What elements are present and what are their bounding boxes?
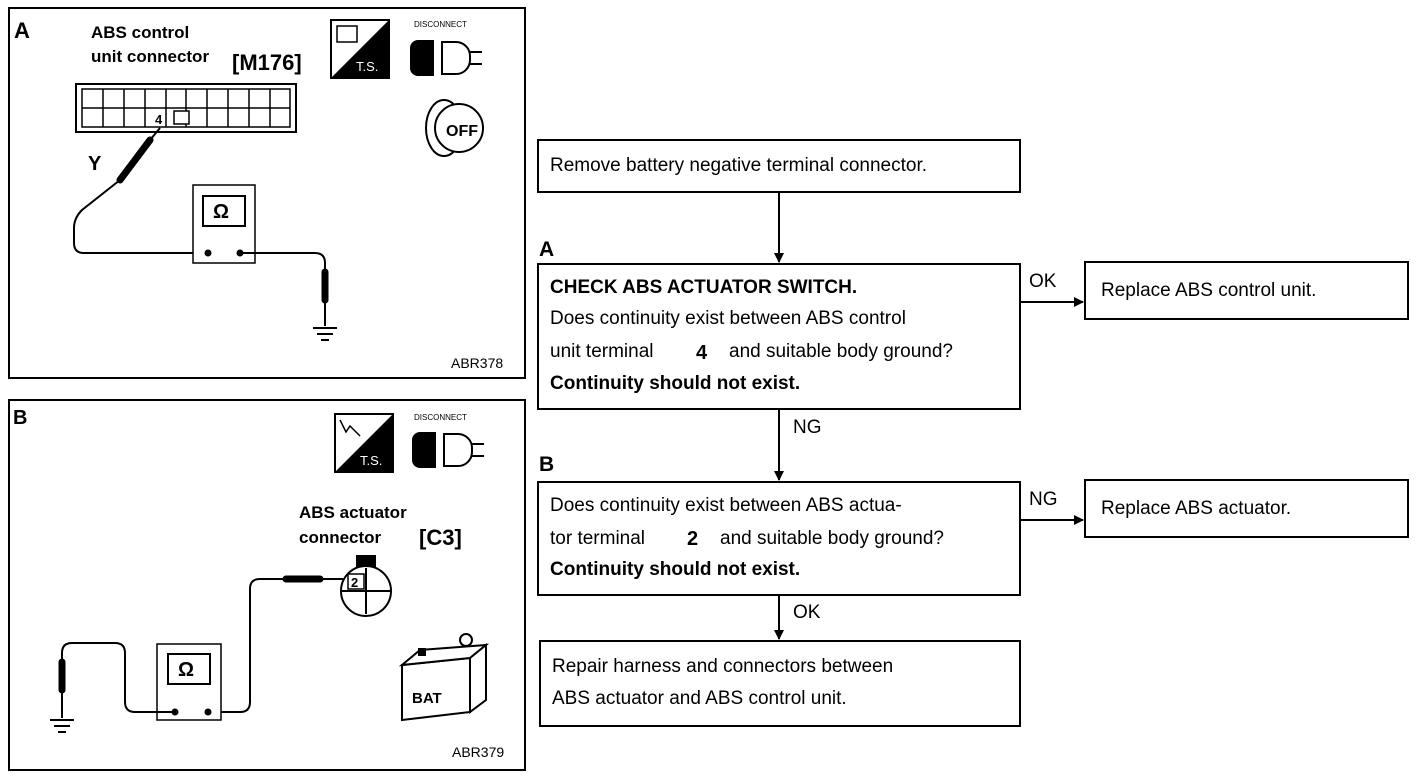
step-a-question-line2-post: and suitable body ground? <box>729 341 953 362</box>
panel-a-figure-code: ABR378 <box>451 355 503 371</box>
flowchart: Remove battery negative terminal connect… <box>537 139 1409 727</box>
panel-a-ohm-symbol: Ω <box>213 201 229 223</box>
panel-b: B T.S. DISCONNECT ABS actuator connector… <box>8 399 526 771</box>
wire-color-label: Y <box>88 153 102 175</box>
panel-b-ohm-symbol: Ω <box>178 659 194 681</box>
panel-a-connector-id: [M176] <box>232 50 302 75</box>
ignition-key-off-icon: OFF <box>425 99 484 157</box>
step-a-box <box>537 263 1021 410</box>
step-remove-battery-box <box>537 139 1021 193</box>
ts-label: T.S. <box>356 59 378 74</box>
disconnect-icon: DISCONNECT <box>410 20 482 76</box>
disconnect-icon: DISCONNECT <box>412 413 484 468</box>
disconnect-label: DISCONNECT <box>414 20 467 29</box>
panel-b-terminal: 2 <box>351 575 358 590</box>
step-b-question-line2-post: and suitable body ground? <box>720 528 944 549</box>
step-b-question-line1: Does continuity exist between ABS actua- <box>550 495 902 516</box>
panel-a-title-line1: ABS control <box>91 23 189 42</box>
step-b-note: Continuity should not exist. <box>550 559 800 580</box>
panel-a-title-line2: unit connector <box>91 47 209 66</box>
panel-a-probe-wire: Y <box>73 127 208 254</box>
step-a-title: CHECK ABS ACTUATOR SWITCH. <box>550 277 857 298</box>
repair-line1: Repair harness and connectors between <box>552 656 893 677</box>
key-off-label: OFF <box>446 123 478 140</box>
panel-b-letter: B <box>13 407 27 429</box>
battery-icon: BAT <box>398 633 490 722</box>
b-ng-label: NG <box>1029 489 1058 510</box>
b-ok-label: OK <box>793 602 821 623</box>
panel-b-frame <box>8 399 526 771</box>
battery-label: BAT <box>412 690 442 707</box>
a-ok-label: OK <box>1029 271 1057 292</box>
step-remove-battery-text: Remove battery negative terminal connect… <box>550 155 927 176</box>
a-ng-label: NG <box>793 417 822 438</box>
abs-control-unit-connector: 4 <box>75 83 297 133</box>
flow-label-b: B <box>539 453 554 476</box>
ts-label: T.S. <box>360 453 382 468</box>
panel-a-letter: A <box>14 18 30 43</box>
ts-icon: T.S. <box>330 19 390 79</box>
step-a-question-line2-pre: unit terminal <box>550 341 654 362</box>
repair-box <box>539 640 1021 727</box>
panel-a-terminal: 4 <box>155 112 163 127</box>
result-replace-control-unit-text: Replace ABS control unit. <box>1101 280 1316 301</box>
result-replace-actuator-box <box>1084 479 1409 538</box>
panel-b-ohmmeter: Ω <box>58 642 222 721</box>
ground-icon <box>50 719 74 733</box>
repair-line2: ABS actuator and ABS control unit. <box>552 688 847 709</box>
step-b-question-line2-pre: tor terminal <box>550 528 645 549</box>
panel-b-title-line2: connector <box>299 528 382 547</box>
step-a-note: Continuity should not exist. <box>550 373 800 394</box>
result-replace-actuator-text: Replace ABS actuator. <box>1101 498 1291 519</box>
result-replace-control-unit-box <box>1084 261 1409 320</box>
panel-a-ohmmeter: Ω <box>192 184 329 326</box>
disconnect-label: DISCONNECT <box>414 413 467 422</box>
panel-a-frame <box>8 7 526 379</box>
step-a-terminal: 4 <box>696 342 708 364</box>
step-b-terminal: 2 <box>687 528 698 550</box>
ground-icon <box>313 327 337 341</box>
panel-b-connector-id: [C3] <box>419 525 462 550</box>
flow-label-a: A <box>539 238 554 261</box>
panel-a: A ABS control unit connector [M176] T.S.… <box>8 7 526 379</box>
panel-b-figure-code: ABR379 <box>452 744 504 760</box>
step-a-question-line1: Does continuity exist between ABS contro… <box>550 308 906 329</box>
panel-b-title-line1: ABS actuator <box>299 503 407 522</box>
ts-icon: T.S. <box>334 413 394 473</box>
abs-actuator-connector: 2 <box>340 555 392 617</box>
panel-b-probe-wire <box>209 575 343 713</box>
